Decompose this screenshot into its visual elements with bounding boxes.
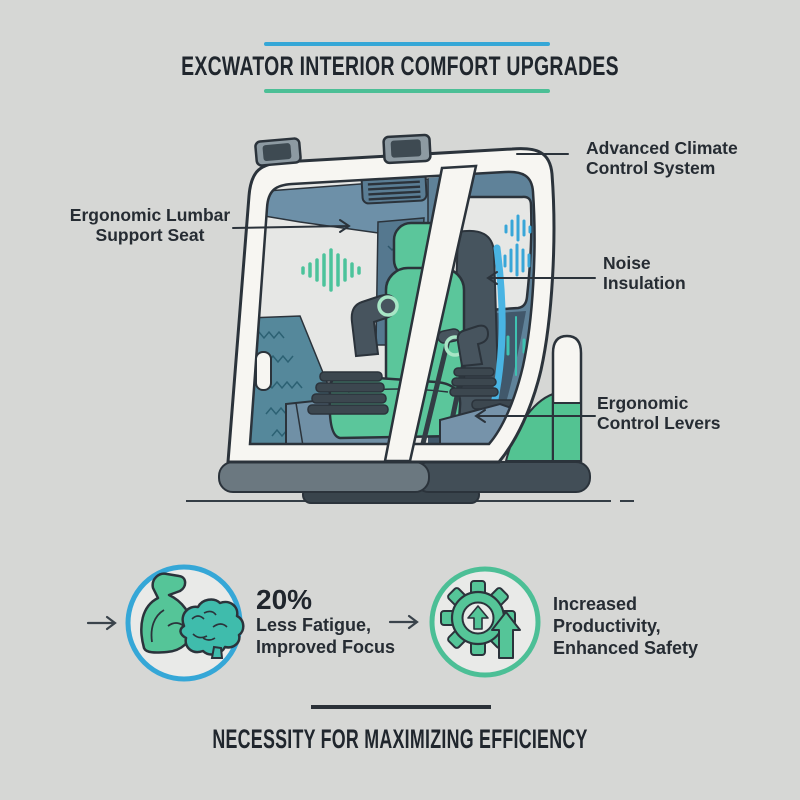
callout-line: Control Levers	[597, 412, 721, 433]
brain-icon	[179, 598, 245, 659]
callout-line: Insulation	[603, 272, 686, 293]
front-pillar	[383, 164, 478, 463]
footer-title: NECESSITY FOR MAXIMIZING EFFICIENCY	[212, 724, 588, 754]
callout-line: Advanced Climate	[586, 138, 738, 158]
benefit-line: Productivity,	[553, 616, 661, 636]
muscle-icon	[140, 572, 194, 654]
callout-connectors	[232, 153, 596, 423]
footer-accent-line	[311, 705, 491, 709]
callout-line: Control System	[586, 157, 716, 178]
connector-noise-arrow	[486, 271, 596, 285]
title-accent-line-top	[264, 42, 550, 46]
cab-interior	[250, 171, 535, 444]
rear-body	[504, 334, 583, 463]
sound-wave-icon-green	[301, 248, 361, 292]
page-title: EXCWATOR INTERIOR COMFORT UPGRADES	[181, 51, 619, 81]
up-arrow-icon	[467, 605, 489, 630]
benefit-line: Improved Focus	[256, 636, 396, 657]
callout-noise-insulation: Noise Insulation	[603, 253, 686, 293]
benefit-line: Less Fatigue,	[256, 615, 372, 635]
callout-line: Ergonomic Lumbar	[69, 205, 231, 225]
door-handle	[255, 351, 272, 391]
joystick-left	[307, 294, 399, 415]
up-arrow-icon	[491, 611, 521, 659]
benefit-right-text: Increased Productivity, Enhanced Safety	[553, 593, 698, 659]
callout-line: Ergonomic	[597, 393, 689, 413]
roof-camera-icon	[254, 137, 302, 167]
benefit-line: Enhanced Safety	[553, 638, 699, 658]
callout-line: Support Seat	[95, 224, 205, 245]
connector-lumbar-arrow	[232, 219, 351, 233]
title-accent-line-bottom	[264, 89, 550, 93]
callout-lumbar-seat: Ergonomic Lumbar Support Seat	[69, 205, 231, 245]
benefit-stat: 20%	[256, 584, 313, 615]
benefit-line: Increased	[553, 594, 638, 614]
callout-line: Noise	[603, 253, 651, 273]
roof-camera-icon	[382, 133, 432, 165]
benefit-left-text: 20% Less Fatigue, Improved Focus	[256, 585, 395, 658]
callout-climate-control: Advanced Climate Control System	[586, 138, 738, 178]
track-base	[218, 461, 591, 493]
sound-wave-icon-blue	[503, 214, 532, 277]
flow-arrow-icon	[86, 614, 419, 631]
callout-control-levers: Ergonomic Control Levers	[597, 393, 721, 433]
connector-levers-arrow	[474, 409, 596, 423]
